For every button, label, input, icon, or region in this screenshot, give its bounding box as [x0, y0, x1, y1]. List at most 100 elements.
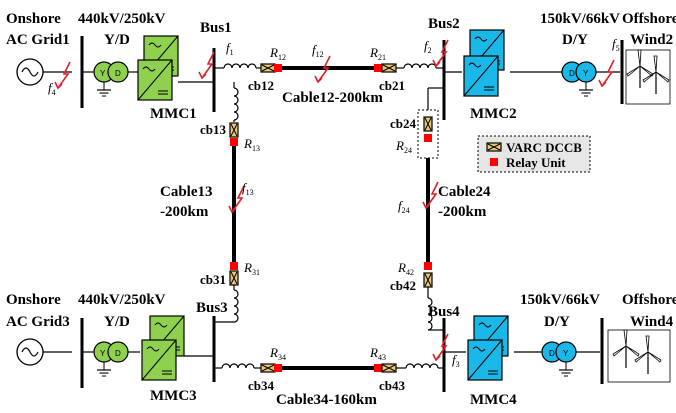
transformer-4: D Y — [541, 341, 577, 363]
relay-r24-label: R24 — [395, 138, 412, 155]
ground-icon-2 — [578, 81, 594, 97]
svg-text:Y: Y — [583, 69, 589, 78]
xfmr4-rating: 150kV/66kV — [520, 292, 600, 308]
svg-text:D: D — [115, 349, 121, 358]
xfmr2-rating: 150kV/66kV — [540, 11, 620, 27]
relay-r31-label: R31 — [243, 260, 260, 277]
mmc3-label: MMC3 — [150, 388, 197, 404]
cb31-label: cb31 — [200, 272, 226, 287]
fault-f1-icon — [198, 51, 215, 79]
xfmr1-rating: 440kV/250kV — [78, 11, 166, 27]
fault-f24-label: f24 — [398, 198, 410, 215]
wind4-label: Wind4 — [630, 314, 674, 330]
cable34-branch: cb34 cb43 R34 R43 Cable34-160km — [221, 345, 444, 408]
relay-r42-label: R42 — [397, 260, 414, 277]
mmc1-converter — [137, 35, 179, 101]
ground-icon-4 — [558, 361, 574, 377]
offshore4-label: Offshore — [622, 292, 676, 308]
relay-r43 — [374, 364, 382, 372]
mmc4-converter — [467, 315, 509, 381]
relay-r31 — [230, 262, 238, 270]
cb43-label: cb43 — [379, 378, 406, 393]
fault-f5-label: f5 — [612, 36, 620, 53]
fault-f24-icon — [422, 181, 439, 209]
legend-dccb-label: VARC DCCB — [506, 140, 582, 155]
mmc2-converter — [463, 29, 505, 97]
grid1-label: AC Grid1 — [6, 32, 70, 48]
onshore3-label: Onshore — [6, 292, 61, 308]
cb21-label: cb21 — [379, 78, 405, 93]
ac-source-icon-1 — [16, 58, 44, 86]
svg-text:Y: Y — [100, 69, 106, 78]
cb42-label: cb42 — [390, 278, 416, 293]
fault-f13-label: f13 — [242, 180, 254, 197]
xfmr4-conn: D/Y — [544, 314, 570, 330]
relay-r21 — [374, 64, 382, 72]
mmc1-label: MMC1 — [150, 106, 197, 122]
wind2-label: Wind2 — [630, 32, 673, 48]
relay-r13 — [230, 138, 238, 146]
transformer-3: Y D — [93, 341, 129, 363]
fault-f4-label: f4 — [48, 80, 56, 97]
dccb-cb42 — [423, 272, 433, 288]
mmc2-label: MMC2 — [470, 106, 517, 122]
cable24-label-a: Cable24 — [438, 184, 491, 200]
dccb-cb12 — [260, 63, 276, 73]
xfmr1-conn: Y/D — [104, 32, 130, 48]
cable13-label-a: Cable13 — [160, 184, 213, 200]
fault-f12-label: f12 — [312, 42, 324, 59]
relay-r13-label: R13 — [243, 136, 260, 153]
transformer-1: Y D — [93, 61, 129, 83]
cable24-branch: cb24 cb42 R24 R42 f24 Cable24 -200km — [390, 87, 491, 331]
dccb-cb21 — [381, 63, 397, 73]
fault-f2-label: f2 — [424, 38, 432, 55]
fault-f3-label: f3 — [452, 352, 460, 369]
ac-source-icon-3 — [16, 338, 44, 366]
cable13-branch: cb13 cb31 R13 R31 f13 Cable13 -200km — [160, 82, 260, 323]
fault-f3-icon — [432, 333, 449, 361]
relay-r21-label: R21 — [369, 45, 386, 62]
xfmr2-conn: D/Y — [562, 32, 588, 48]
cable13-label-b: -200km — [160, 204, 209, 220]
svg-text:Y: Y — [100, 349, 106, 358]
transformer-2: D Y — [561, 61, 597, 83]
bus3-label: Bus3 — [196, 300, 228, 316]
bus1-cable12-branch: cb12 cb21 R12 R21 f12 Cable12-200km — [214, 42, 444, 106]
offshore-wind2-group: Bus2 f2 MMC2 D Y 150kV/66kV D/Y f5 Offsh… — [424, 11, 676, 122]
fault-f2-icon — [432, 39, 449, 67]
legend-dccb-icon — [486, 142, 502, 152]
fault-f1-label: f1 — [226, 40, 234, 57]
bus2-label: Bus2 — [428, 16, 460, 32]
cable24-label-b: -200km — [438, 204, 487, 220]
dccb-cb43 — [381, 363, 397, 373]
relay-r43-label: R43 — [369, 345, 386, 362]
ac-grid1-group: Onshore AC Grid1 f4 Y D 440kV/250kV Y/D … — [6, 11, 234, 122]
relay-r42 — [424, 262, 432, 270]
xfmr3-rating: 440kV/250kV — [78, 292, 166, 308]
offshore2-label: Offshore — [622, 11, 676, 27]
mmc4-label: MMC4 — [470, 392, 517, 408]
relay-r24 — [424, 134, 432, 142]
relay-r34 — [274, 364, 282, 372]
ground-icon-3 — [96, 361, 112, 377]
cb12-label: cb12 — [248, 78, 274, 93]
fault-f4-icon — [54, 61, 71, 89]
cable34-label: Cable34-160km — [276, 392, 377, 408]
onshore1-label: Onshore — [6, 11, 61, 27]
wind-turbine-icon-2 — [625, 49, 671, 105]
dccb-cb13 — [229, 122, 239, 138]
dccb-cb31 — [229, 270, 239, 286]
cb13-label: cb13 — [200, 122, 227, 137]
relay-r12-label: R12 — [269, 45, 286, 62]
svg-text:D: D — [115, 69, 121, 78]
legend-relay-icon — [490, 158, 498, 166]
wind-turbine-icon-4 — [607, 329, 671, 383]
offshore-wind4-group: Bus4 f3 MMC4 D Y 150kV/66kV D/Y Offshore… — [428, 292, 676, 408]
legend-relay-label: Relay Unit — [506, 155, 566, 170]
dccb-cb24 — [423, 116, 433, 132]
grid3-label: AC Grid3 — [6, 314, 70, 330]
relay-r12 — [274, 64, 282, 72]
svg-text:Y: Y — [563, 349, 569, 358]
cb24-label: cb24 — [390, 116, 417, 131]
